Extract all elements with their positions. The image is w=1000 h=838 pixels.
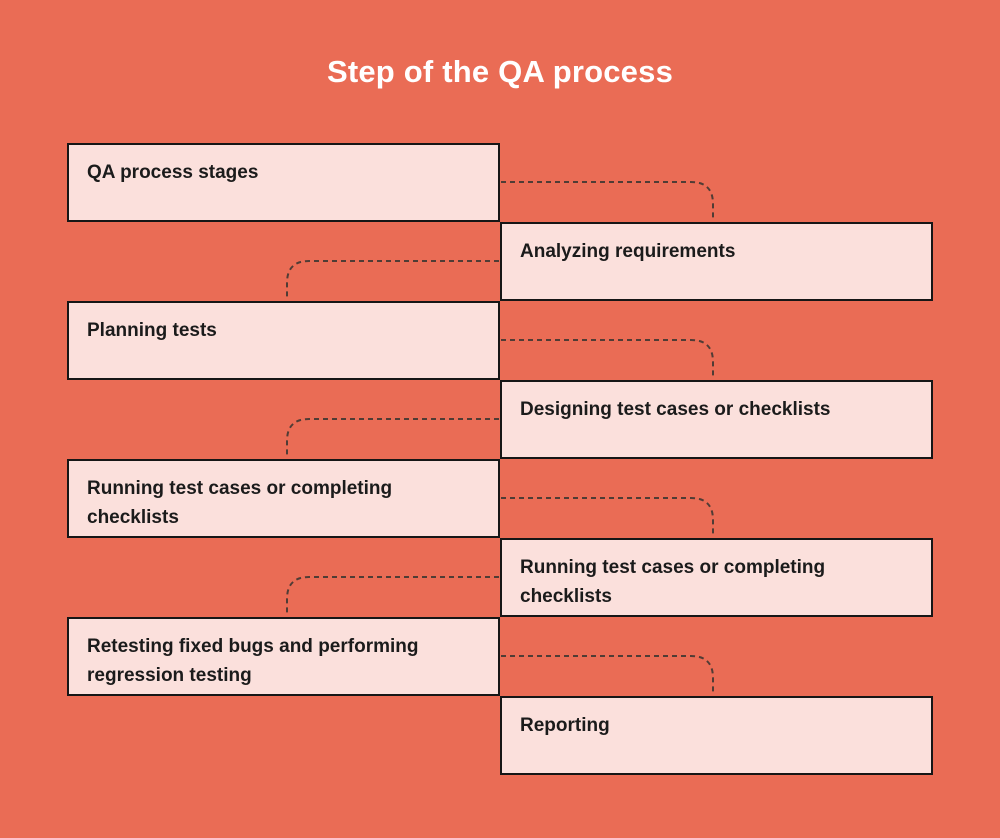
step-label: Planning tests [87,320,217,341]
connector-5-6 [501,497,714,537]
connector-3-4 [501,339,714,379]
step-box-designing-test-cases: Designing test cases or checklists [500,380,933,459]
step-label: Analyzing requirements [520,241,736,262]
step-label: Reporting [520,715,610,736]
step-box-analyzing-requirements: Analyzing requirements [500,222,933,301]
step-label: Retesting fixed bugs and performing regr… [87,636,419,686]
step-box-qa-process-stages: QA process stages [67,143,500,222]
step-box-planning-tests: Planning tests [67,301,500,380]
page-title: Step of the QA process [326,54,674,89]
connector-6-7 [286,576,499,616]
step-box-running-test-cases-left: Running test cases or completing checkli… [67,459,500,538]
step-box-reporting: Reporting [500,696,933,775]
connector-4-5 [286,418,499,458]
step-label: Running test cases or completing checkli… [87,478,393,528]
connector-2-3 [286,260,499,300]
connector-7-8 [501,655,714,695]
step-box-running-test-cases-right: Running test cases or completing checkli… [500,538,933,617]
step-box-retesting-fixed-bugs: Retesting fixed bugs and performing regr… [67,617,500,696]
step-label: QA process stages [87,162,259,183]
step-label: Designing test cases or checklists [520,399,831,420]
connector-1-2 [501,181,714,221]
step-label: Running test cases or completing checkli… [520,557,826,607]
